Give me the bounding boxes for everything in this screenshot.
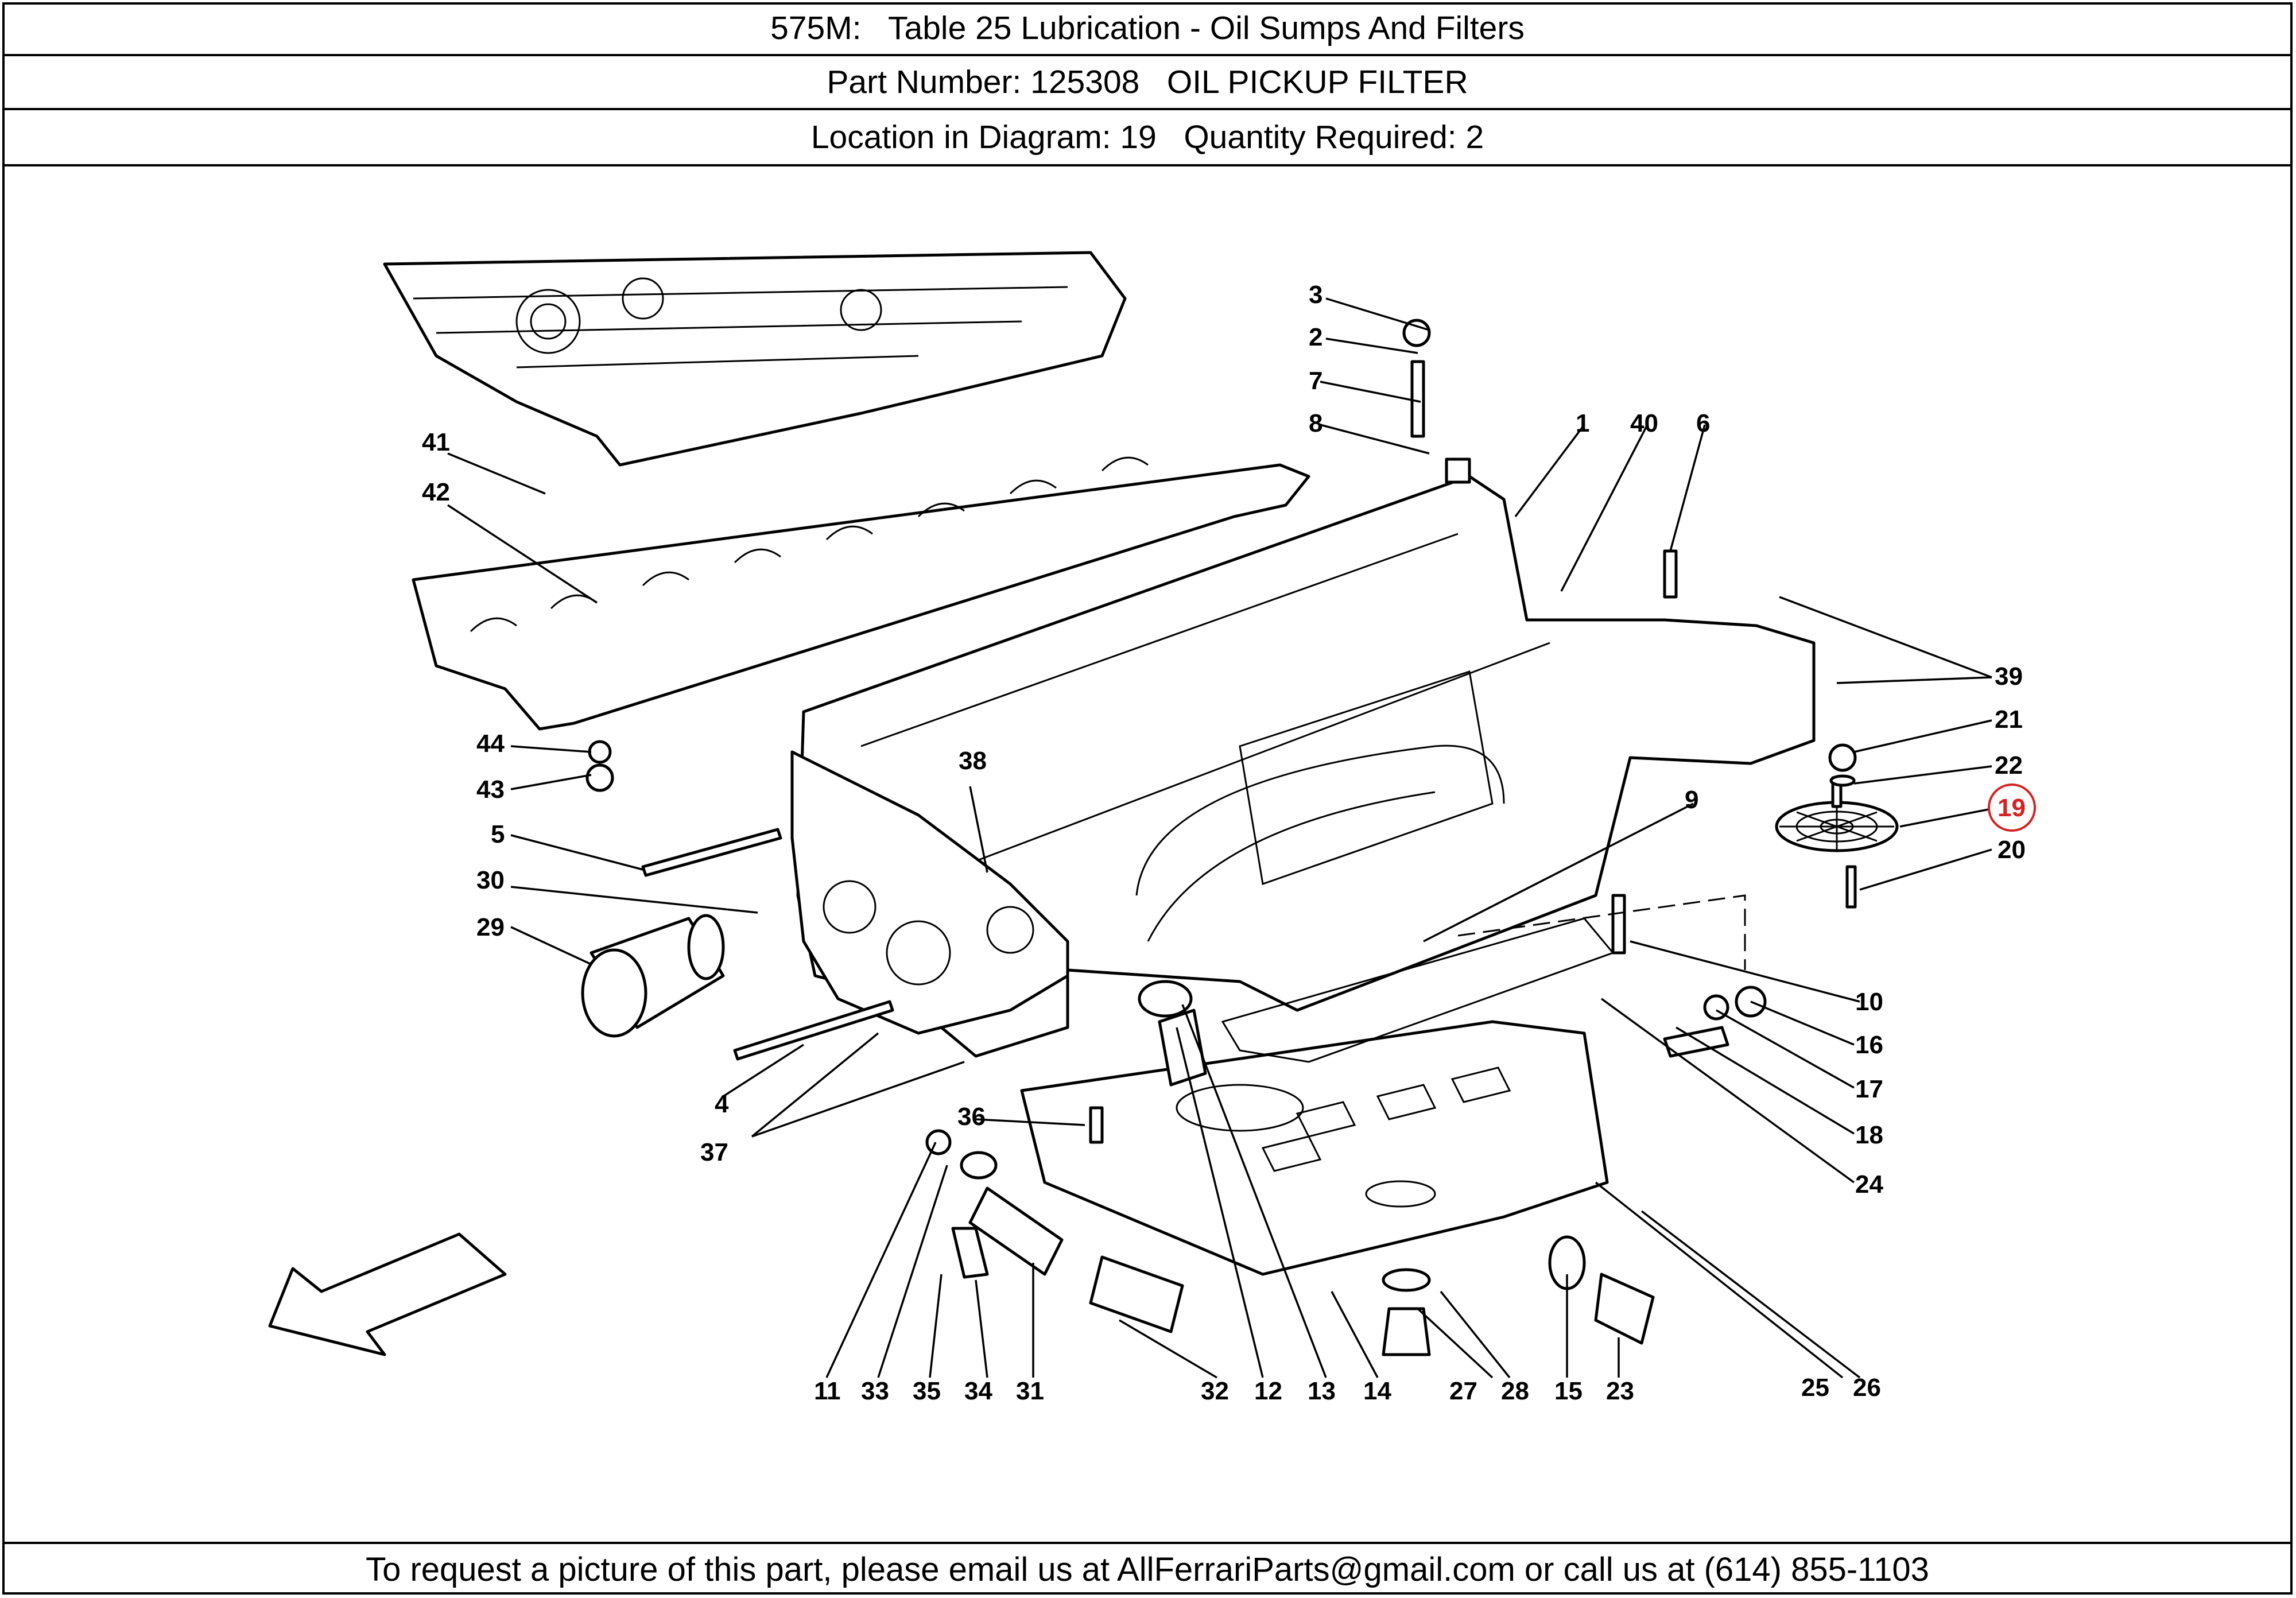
callout-37: 37: [700, 1138, 728, 1166]
callout-33: 33: [861, 1377, 889, 1405]
callout-39: 39: [1995, 662, 2023, 691]
callout-30: 30: [476, 866, 505, 894]
highlight-ring: [1988, 784, 2036, 832]
callout-25: 25: [1801, 1374, 1829, 1402]
assembly-dashed-line: [1457, 894, 1746, 970]
callout-42: 42: [422, 478, 450, 506]
gasket-24-drawing: [1221, 917, 1615, 1063]
callout-18: 18: [1855, 1121, 1883, 1149]
callout-19: 19: [1998, 794, 2026, 822]
callout-35: 35: [913, 1377, 941, 1405]
callout-36: 36: [957, 1103, 986, 1131]
callout-26: 26: [1853, 1374, 1881, 1402]
leader-lines: [447, 297, 1992, 1379]
callout-12: 12: [1254, 1377, 1282, 1405]
gasket-41-drawing: [412, 456, 1310, 731]
callout-41: 41: [422, 428, 450, 456]
callout-17: 17: [1855, 1075, 1883, 1103]
callout-28: 28: [1501, 1377, 1529, 1405]
callout-10: 10: [1855, 988, 1883, 1016]
callout-23: 23: [1606, 1377, 1634, 1405]
callout-4: 4: [715, 1090, 729, 1118]
callout-27: 27: [1449, 1377, 1477, 1405]
contact-footer: To request a picture of this part, pleas…: [2, 1542, 2293, 1595]
oil-filter-29-drawing: [581, 914, 725, 1038]
callout-40: 40: [1630, 409, 1658, 437]
direction-arrow-icon: [268, 1232, 507, 1356]
callout-1: 1: [1576, 409, 1589, 437]
callout-15: 15: [1554, 1377, 1583, 1405]
callout-21: 21: [1995, 705, 2023, 734]
callout-5: 5: [491, 820, 505, 848]
stud-5-drawing: [641, 828, 782, 877]
callout-34: 34: [964, 1377, 992, 1405]
lower-sump-14-drawing: [1020, 1020, 1609, 1276]
callout-labels: 3 2 7 8 1 40 6 39 21 22 19 20 9 10 16 17…: [422, 281, 2026, 1405]
callout-8: 8: [1309, 409, 1322, 437]
callout-11: 11: [814, 1377, 841, 1405]
callout-43: 43: [476, 775, 505, 804]
callout-7: 7: [1309, 367, 1322, 395]
location-quantity-line: Location in Diagram: 19 Quantity Require…: [2, 110, 2293, 166]
callout-24: 24: [1855, 1170, 1883, 1198]
stud-4-drawing: [733, 1000, 894, 1061]
callout-3: 3: [1309, 281, 1322, 309]
filter-housing-drawing: [790, 750, 1069, 1035]
callout-29: 29: [476, 913, 505, 941]
page-title: 575M: Table 25 Lubrication - Oil Sumps A…: [2, 2, 2293, 56]
callout-16: 16: [1855, 1031, 1883, 1059]
callout-13: 13: [1308, 1377, 1336, 1405]
callout-32: 32: [1201, 1377, 1229, 1405]
oil-pickup-filter-19-drawing: [1775, 743, 1899, 909]
callout-38: 38: [959, 747, 987, 775]
callout-44: 44: [476, 730, 505, 758]
callout-9: 9: [1685, 786, 1698, 814]
callout-20: 20: [1998, 836, 2026, 864]
misc-parts-drawing: [585, 319, 1767, 1356]
callout-6: 6: [1696, 409, 1710, 437]
engine-block-drawing: [383, 251, 1127, 467]
callout-14: 14: [1363, 1377, 1391, 1405]
callout-22: 22: [1995, 751, 2023, 779]
callout-2: 2: [1309, 323, 1322, 351]
callout-31: 31: [1016, 1377, 1044, 1405]
part-number-line: Part Number: 125308 OIL PICKUP FILTER: [2, 56, 2293, 110]
